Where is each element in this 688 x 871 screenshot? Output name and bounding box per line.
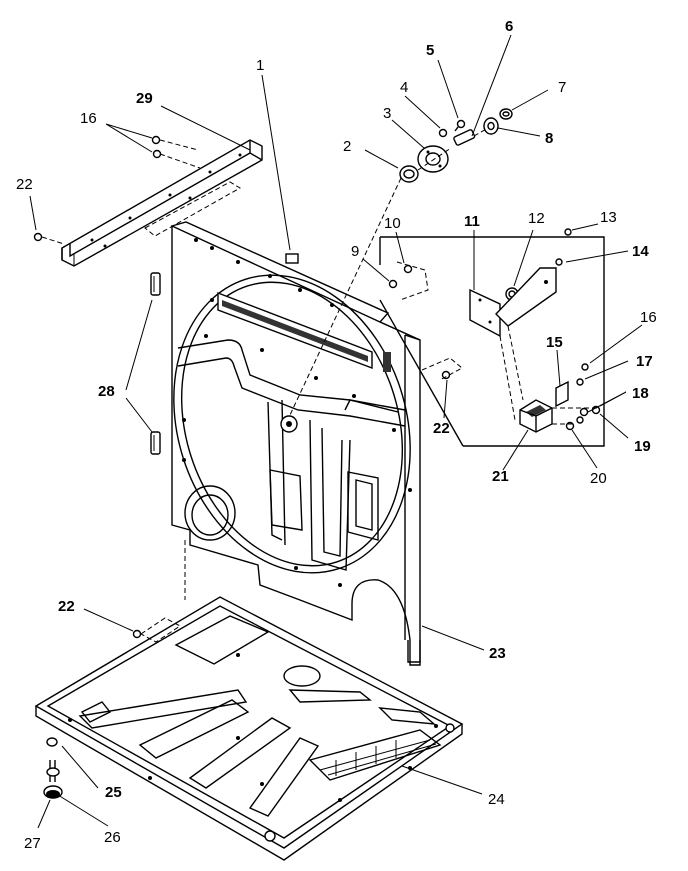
callout-15: 15 (546, 334, 563, 351)
callout-10: 10 (384, 215, 401, 232)
callout-1: 1 (256, 57, 264, 74)
callout-20: 20 (590, 470, 607, 487)
washer-part-4 (438, 128, 448, 138)
leveling-foot (43, 737, 63, 799)
callout-22-base: 22 (58, 598, 75, 615)
shaft-part-6 (453, 129, 476, 146)
bearing-housing-part-3 (417, 145, 449, 173)
callout-25: 25 (105, 784, 122, 801)
screw-part-22-base (132, 617, 181, 643)
panel-strip-part-23 (407, 640, 421, 663)
clip-part-7 (499, 108, 513, 120)
bearing-part-2 (399, 165, 419, 183)
screw-part-5 (454, 119, 466, 132)
callout-9: 9 (351, 243, 359, 260)
callout-14: 14 (632, 243, 649, 260)
washer-part-8 (483, 117, 499, 135)
callout-18: 18 (632, 385, 649, 402)
callout-4: 4 (400, 79, 408, 96)
callout-13: 13 (600, 209, 617, 226)
callout-16-right: 16 (640, 309, 657, 326)
callout-16-top: 16 (80, 110, 97, 127)
clip-part-28-lower (150, 431, 161, 455)
callout-12: 12 (528, 210, 545, 227)
base-pan-part-24 (34, 596, 464, 861)
callout-17: 17 (636, 353, 653, 370)
rear-panel (171, 221, 421, 666)
screws-part-16-top (151, 135, 201, 169)
callout-11: 11 (464, 213, 480, 230)
callout-26: 26 (104, 829, 121, 846)
callout-labels: 1 2 3 4 5 6 7 8 9 10 11 12 13 14 15 16 1… (16, 18, 657, 852)
callout-6: 6 (505, 18, 513, 35)
callout-8: 8 (545, 130, 553, 147)
callout-3: 3 (383, 105, 391, 122)
callout-5: 5 (426, 42, 434, 59)
callout-7: 7 (558, 79, 566, 96)
callout-22-middle: 22 (433, 420, 450, 437)
clip-part-28-upper (150, 272, 161, 296)
callout-28: 28 (98, 383, 115, 400)
callout-21: 21 (492, 468, 509, 485)
callout-29: 29 (136, 90, 153, 107)
top-bracket-part-29 (61, 139, 263, 267)
callout-19: 19 (634, 438, 651, 455)
callout-27: 27 (24, 835, 41, 852)
callout-24: 24 (488, 791, 505, 808)
callout-22-top: 22 (16, 176, 33, 193)
screw-part-22-left (33, 232, 65, 245)
leader-lines (29, 34, 643, 829)
callout-2: 2 (343, 138, 351, 155)
callout-23: 23 (489, 645, 506, 662)
detail-inset (379, 228, 605, 447)
